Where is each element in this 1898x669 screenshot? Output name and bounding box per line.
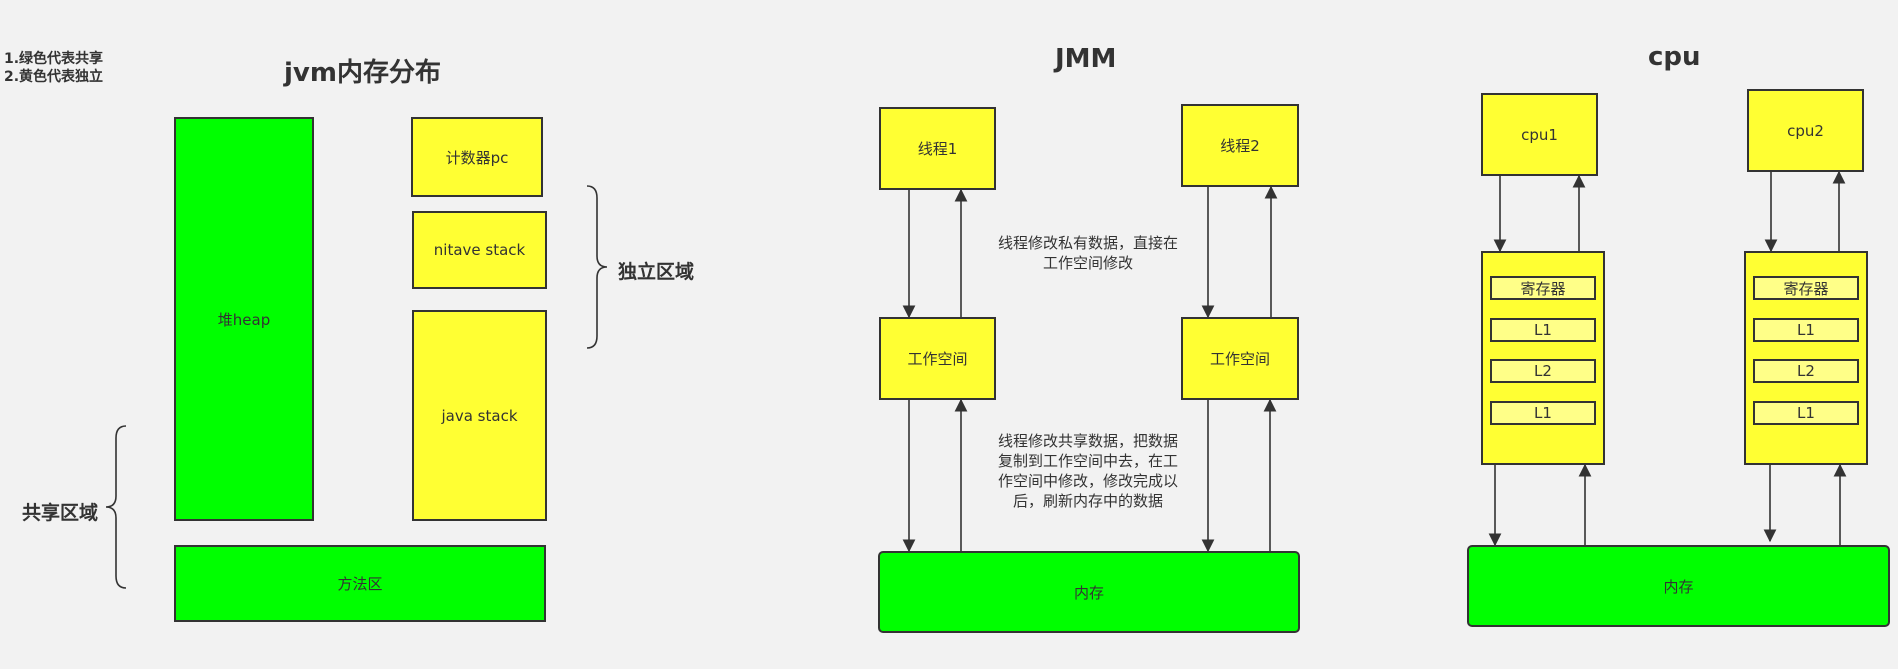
legend-green: 1.绿色代表共享	[4, 51, 104, 67]
cpu-memory-box: 内存	[1467, 545, 1890, 627]
thread2-box: 线程2	[1181, 104, 1299, 187]
shared-data-note: 线程修改共享数据，把数据 复制到工作空间中去，在工 作空间中修改，修改完成以 后…	[968, 431, 1208, 511]
cpu1-l1b-box: L1	[1490, 401, 1596, 425]
jmm-memory-box: 内存	[878, 551, 1300, 633]
cpu2-l1b-box: L1	[1753, 401, 1859, 425]
cpu2-box: cpu2	[1747, 89, 1864, 172]
cpu2-l2-box: L2	[1753, 359, 1859, 383]
legend-yellow: 2.黄色代表独立	[4, 69, 104, 85]
java-stack-box: java stack	[412, 310, 547, 521]
independent-region-brace	[586, 185, 608, 349]
independent-region-label: 独立区域	[618, 261, 695, 283]
shared-note-line3: 作空间中修改，修改完成以	[997, 472, 1178, 490]
cpu1-l2-box: L2	[1490, 359, 1596, 383]
shared-region-brace	[105, 425, 127, 589]
shared-note-line2: 复制到工作空间中去，在工	[997, 452, 1178, 470]
cpu-title: cpu	[1648, 42, 1701, 72]
heap-box: 堆heap	[174, 117, 314, 521]
shared-note-line4: 后，刷新内存中的数据	[1012, 492, 1163, 510]
workspace1-box: 工作空间	[879, 317, 996, 400]
cpu2-register-box: 寄存器	[1753, 276, 1859, 300]
cpu2-l1-box: L1	[1753, 318, 1859, 342]
thread1-box: 线程1	[879, 107, 996, 190]
private-note-line1: 线程修改私有数据，直接在	[997, 234, 1178, 252]
private-note-line2: 工作空间修改	[1042, 254, 1133, 272]
jvm-title: jvm内存分布	[284, 58, 441, 88]
workspace2-box: 工作空间	[1181, 317, 1299, 400]
pc-counter-box: 计数器pc	[411, 117, 543, 197]
native-stack-box: nitave stack	[412, 211, 547, 289]
jmm-title: JMM	[1055, 44, 1117, 74]
method-area-box: 方法区	[174, 545, 546, 622]
cpu1-box: cpu1	[1481, 93, 1598, 176]
private-data-note: 线程修改私有数据，直接在 工作空间修改	[968, 233, 1208, 273]
cpu1-register-box: 寄存器	[1490, 276, 1596, 300]
legend: 1.绿色代表共享 2.黄色代表独立	[4, 50, 103, 86]
cpu1-l1-box: L1	[1490, 318, 1596, 342]
shared-region-label: 共享区域	[22, 502, 99, 524]
shared-note-line1: 线程修改共享数据，把数据	[997, 432, 1178, 450]
